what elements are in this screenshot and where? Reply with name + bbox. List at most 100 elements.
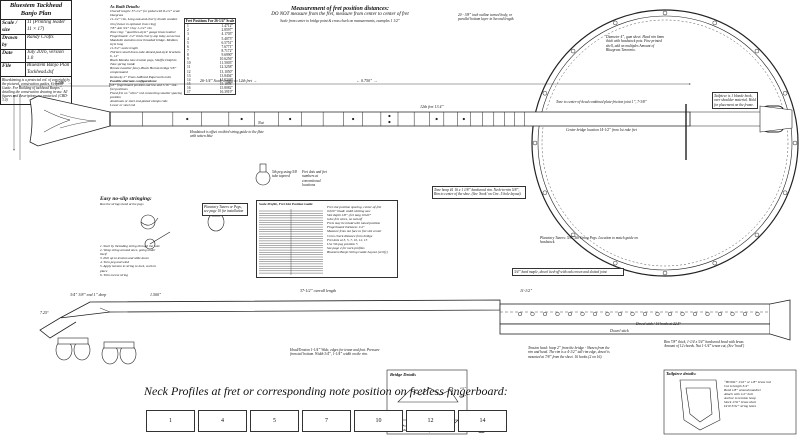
dimension-lines <box>13 83 691 160</box>
dowel-label: Dowel stick <box>610 328 629 333</box>
title-block: Bluestem Tackhead Banjo Plan Scale / siz… <box>0 0 72 105</box>
tension-hook <box>712 260 717 266</box>
fret-lines <box>142 112 525 126</box>
rim-hole <box>730 311 735 317</box>
fret-number: 13 <box>187 73 191 78</box>
fret-dot <box>289 117 292 121</box>
scale-line: 0.029” blade width slotting saw <box>327 209 371 214</box>
neck-profile-box: 5 <box>250 410 299 432</box>
bottom-center-note: Tension head: hoop 2” from the bridge - … <box>528 346 610 359</box>
fret-dot <box>352 117 355 121</box>
scale-line: Fret dots at 3, 5, 7, 10, 12, 15 <box>327 237 368 242</box>
neck-profile-box: 14 <box>458 410 507 432</box>
row-key: Drawn by <box>1 35 26 49</box>
fret-position: 4.1705” <box>221 32 233 37</box>
tension-hook <box>712 20 717 26</box>
fret-number: 10 <box>187 61 191 66</box>
top-right-note: 20 - 3/8” inch outline turned body, or p… <box>458 13 515 22</box>
fret-position: 6.5751” <box>221 40 233 45</box>
rim-hole <box>755 311 760 317</box>
build-line: Aluminum or steel end-plated clamps rods <box>110 99 168 103</box>
tone-tube-note: Tone to center-of-head combined plate-fr… <box>556 100 647 104</box>
rim-top-view <box>531 9 799 277</box>
build-line: Bronze Lavalier fancy-Black Hornet-bridg… <box>110 66 177 75</box>
headstock-note: Headstock is offset on third string guid… <box>190 130 264 139</box>
tension-hook <box>662 270 668 276</box>
build-line: Overall length: 37-1/2” for pedal with 8… <box>110 9 180 18</box>
bridge-details-heading: Bridge Details <box>390 372 416 377</box>
row-value: 11 (Printing leader 11 × 17) <box>27 20 66 32</box>
fret12-label: 12th fret 13.4” <box>420 104 444 109</box>
scale-line: Measure from nut face to fret slot cente… <box>327 229 382 234</box>
rim-hole <box>530 311 535 317</box>
fret-dot <box>462 117 465 121</box>
tension-hook <box>613 260 618 266</box>
fret-number: 9 <box>187 57 189 62</box>
scale-grid <box>259 209 323 275</box>
tailpiece-details-heading: Tailpiece details: <box>666 371 697 376</box>
scale-line: Glue fret wires, no tail-off <box>327 217 363 222</box>
rim-hole <box>655 311 660 317</box>
dim-neck: 26-1/4” Scale length to 12th fret → <box>200 78 257 83</box>
tailpiece-top-view <box>759 105 793 133</box>
fret-position: 16.3919” <box>219 90 233 95</box>
fret-dot <box>435 117 438 121</box>
fret-position: 9.6990” <box>221 53 233 57</box>
tension-hook <box>542 190 548 195</box>
scale-line: Bluestem Banjo String Guide Layout (veri… <box>327 249 388 254</box>
tension-hook <box>792 140 798 146</box>
fret-dot <box>388 114 391 118</box>
measurement-sub: Scale from center to bridge point & cros… <box>280 19 400 23</box>
build-line: Thirteen small brass-tube domed pad-styl… <box>110 50 182 59</box>
tuner-pegs <box>55 337 137 365</box>
tension-hook <box>782 190 788 195</box>
tailpiece-line: Bend 1/8” around mandrel <box>724 388 761 393</box>
scale-line: See page 2 for neck profiles <box>327 245 365 250</box>
tension-hook <box>754 48 760 54</box>
fret-dots <box>186 114 465 124</box>
stringing-subhead: Run the strings bend at the pegs <box>100 202 144 206</box>
tailpiece-line: Attach with 1/4” bolt <box>724 392 753 397</box>
fret-dot <box>388 120 391 124</box>
row-value: July 2016, version 1.0 <box>27 49 64 61</box>
dowel-callout: 3/4” hard maple, dowel tied-off with oak… <box>512 268 624 277</box>
stringing-step: 5. Apply tension to string to lock, work… <box>100 264 157 273</box>
plan-title: Bluestem Tackhead Banjo Plan <box>1 1 71 21</box>
rim-hole <box>592 311 598 317</box>
scale-line: Slot depth 1/8”, fret tang 0.020” <box>327 213 372 218</box>
neck-profile-box: 7 <box>302 410 351 432</box>
build-line: Lower or steel rod <box>110 103 136 108</box>
bridge-center-note: Center bridge location 14-1/2” from 1st … <box>566 128 637 132</box>
neck-profile-box: 12 <box>406 410 455 432</box>
row-key: Date <box>1 49 26 63</box>
peg-note: 5th peg using 5/8 tube tapered <box>272 170 297 179</box>
fret-dot <box>240 117 243 121</box>
fret-number: 6 <box>187 44 189 49</box>
rim-hole <box>717 311 723 317</box>
tailpiece-note: Tailpiece is 1 blonde hook, over shoulde… <box>712 92 758 109</box>
fret-number: 12 <box>187 69 191 74</box>
build-line: Black Mamba tune tension pegs, Shuffle D… <box>110 58 177 67</box>
build-line: Fixed fret on “shim” rod connecting smal… <box>110 90 182 99</box>
tailpiece-line: Drill 3/32” string holes <box>724 404 757 409</box>
tailpiece-line: Anchor to tension hoop <box>724 396 756 401</box>
rim-hole-label: Dowel stick / 16 hooks at 22.5° <box>636 322 681 326</box>
fret-number: 17 <box>187 90 191 95</box>
stringing-step: 6. Trim excess string <box>100 272 129 277</box>
stringing-heading: Easy no-slip stringing: <box>100 196 152 202</box>
measurement-heading: Measurement of fret position distances: <box>290 6 389 12</box>
build-line: 11-1/2” rim, Long oak-and-cherry thumb w… <box>110 17 178 26</box>
fret-number: 2 <box>187 28 189 33</box>
nut-label: Nut <box>258 120 264 125</box>
rim-hole <box>617 311 623 317</box>
tension-hook <box>754 232 760 238</box>
rim-hole <box>555 311 560 317</box>
fret-dots-note: Fret dots and fret numbers at convention… <box>302 170 327 187</box>
